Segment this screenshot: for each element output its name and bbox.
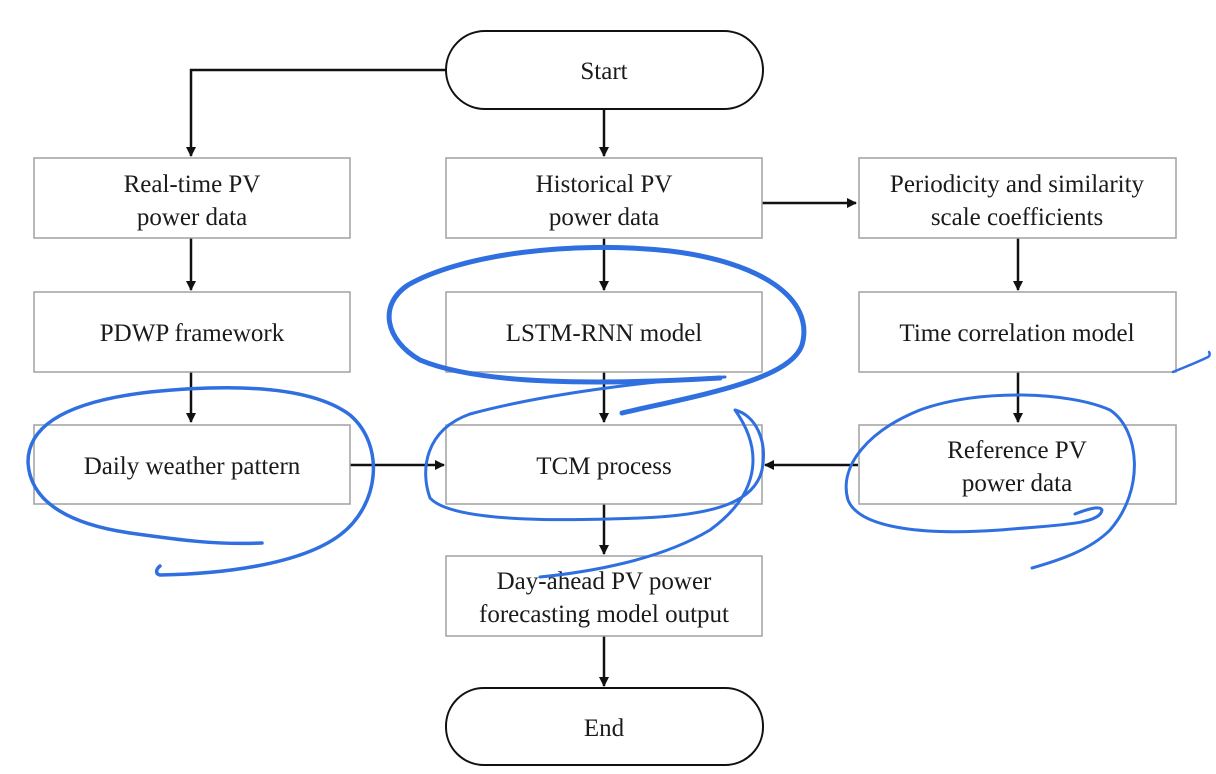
reference-label-line1: Reference PV: [947, 437, 1087, 464]
tcm-box: [445, 424, 763, 505]
start-terminal-shape: [445, 30, 764, 110]
node-timecorr: Time correlation model: [858, 291, 1177, 373]
output-label-line1: Day-ahead PV power: [497, 568, 712, 595]
annotation-tick-right: [1171, 350, 1211, 374]
realtime-box: [33, 157, 351, 239]
periodicity-label-line2: scale coefficients: [931, 204, 1103, 231]
node-realtime: Real-time PV power data: [33, 157, 351, 239]
daily-label: Daily weather pattern: [84, 453, 301, 480]
periodicity-label-line1: Periodicity and similarity: [890, 171, 1145, 198]
pdwp-label: PDWP framework: [100, 320, 285, 347]
historical-label-line1: Historical PV: [536, 171, 673, 198]
node-tcm: TCM process: [445, 424, 763, 505]
reference-box: [858, 424, 1177, 505]
realtime-label-line1: Real-time PV: [124, 171, 261, 198]
tcm-label: TCM process: [536, 453, 671, 480]
timecorr-box: [858, 291, 1177, 373]
node-daily: Daily weather pattern: [33, 424, 351, 505]
node-historical: Historical PV power data: [445, 157, 763, 239]
end-label: End: [584, 715, 625, 742]
annotation-circle-reference: [844, 393, 1136, 570]
historical-label-line2: power data: [549, 204, 659, 231]
annotation-circle-daily: [26, 385, 376, 577]
annotation-circle-tcm: [424, 375, 765, 579]
daily-box: [33, 424, 351, 505]
realtime-label-line2: power data: [137, 204, 247, 231]
historical-box: [445, 157, 763, 239]
node-pdwp: PDWP framework: [33, 291, 351, 373]
node-periodicity: Periodicity and similarity scale coeffic…: [858, 157, 1177, 239]
periodicity-box: [858, 157, 1177, 239]
arrow-start-to-realtime: [186, 68, 446, 157]
end-terminal-shape: [445, 687, 764, 766]
reference-label-line2: power data: [962, 470, 1072, 497]
connectors: [186, 68, 1023, 687]
node-reference: Reference PV power data: [858, 424, 1177, 505]
node-end: End: [445, 687, 764, 766]
pdwp-box: [33, 291, 351, 373]
timecorr-label: Time correlation model: [899, 320, 1134, 347]
annotation-circle-lstm: [386, 244, 807, 416]
node-output: Day-ahead PV power forecasting model out…: [445, 555, 763, 637]
node-lstm: LSTM-RNN model: [445, 291, 763, 373]
node-start: Start: [445, 30, 764, 110]
annotations: [26, 244, 1211, 579]
lstm-box: [445, 291, 763, 373]
output-label-line2: forecasting model output: [479, 601, 729, 628]
output-box: [445, 555, 763, 637]
lstm-label: LSTM-RNN model: [506, 320, 703, 347]
start-label: Start: [580, 58, 627, 85]
